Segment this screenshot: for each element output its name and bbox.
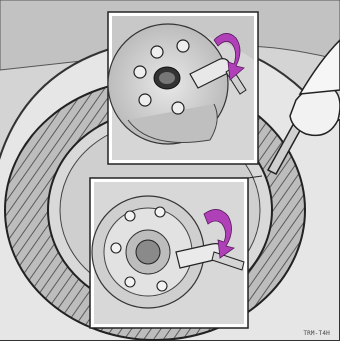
wheel-stud [111, 243, 121, 253]
lug-nut [139, 94, 151, 106]
lug-nut [172, 102, 184, 114]
wheel-stud [125, 211, 135, 221]
wheel-stud [155, 207, 165, 217]
upper-inset [108, 12, 258, 164]
lug-nut [177, 40, 189, 52]
lower-inset [90, 178, 248, 328]
wheel-stud [125, 277, 135, 287]
figure-reference-code: TRM-T4H [303, 330, 330, 337]
lug-nut [151, 46, 163, 58]
wheel-stud [157, 281, 167, 291]
lug-nut [134, 66, 146, 78]
